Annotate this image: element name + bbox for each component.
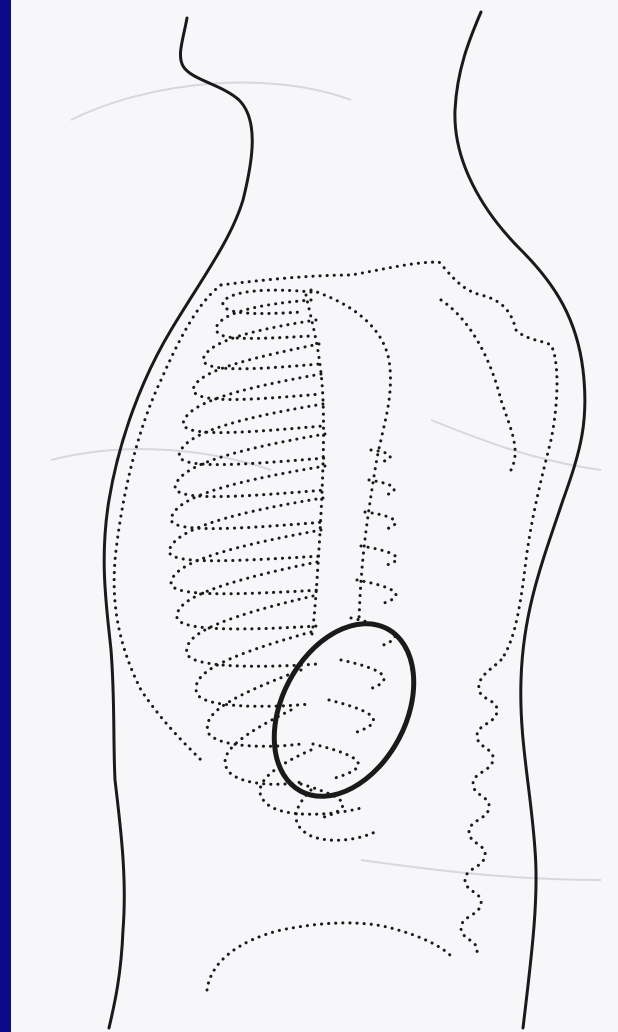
body-outline-right	[455, 12, 585, 1028]
sternum-dotted	[306, 295, 324, 640]
highlight-ellipse	[246, 600, 442, 821]
sternum-dotted-inner	[311, 290, 390, 620]
body-outline-left	[104, 18, 252, 1028]
spine-dotted	[461, 660, 501, 952]
faint-background-traces	[51, 83, 601, 880]
scapula-dotted	[441, 300, 515, 470]
slide-border-left	[0, 0, 11, 1032]
illustration-paper: .outline { fill: none; stroke: #1a1a1a; …	[11, 0, 618, 1032]
anatomical-drawing: .outline { fill: none; stroke: #1a1a1a; …	[11, 0, 618, 1032]
pelvis-dotted	[207, 923, 451, 990]
shoulder-dotted	[221, 262, 557, 660]
